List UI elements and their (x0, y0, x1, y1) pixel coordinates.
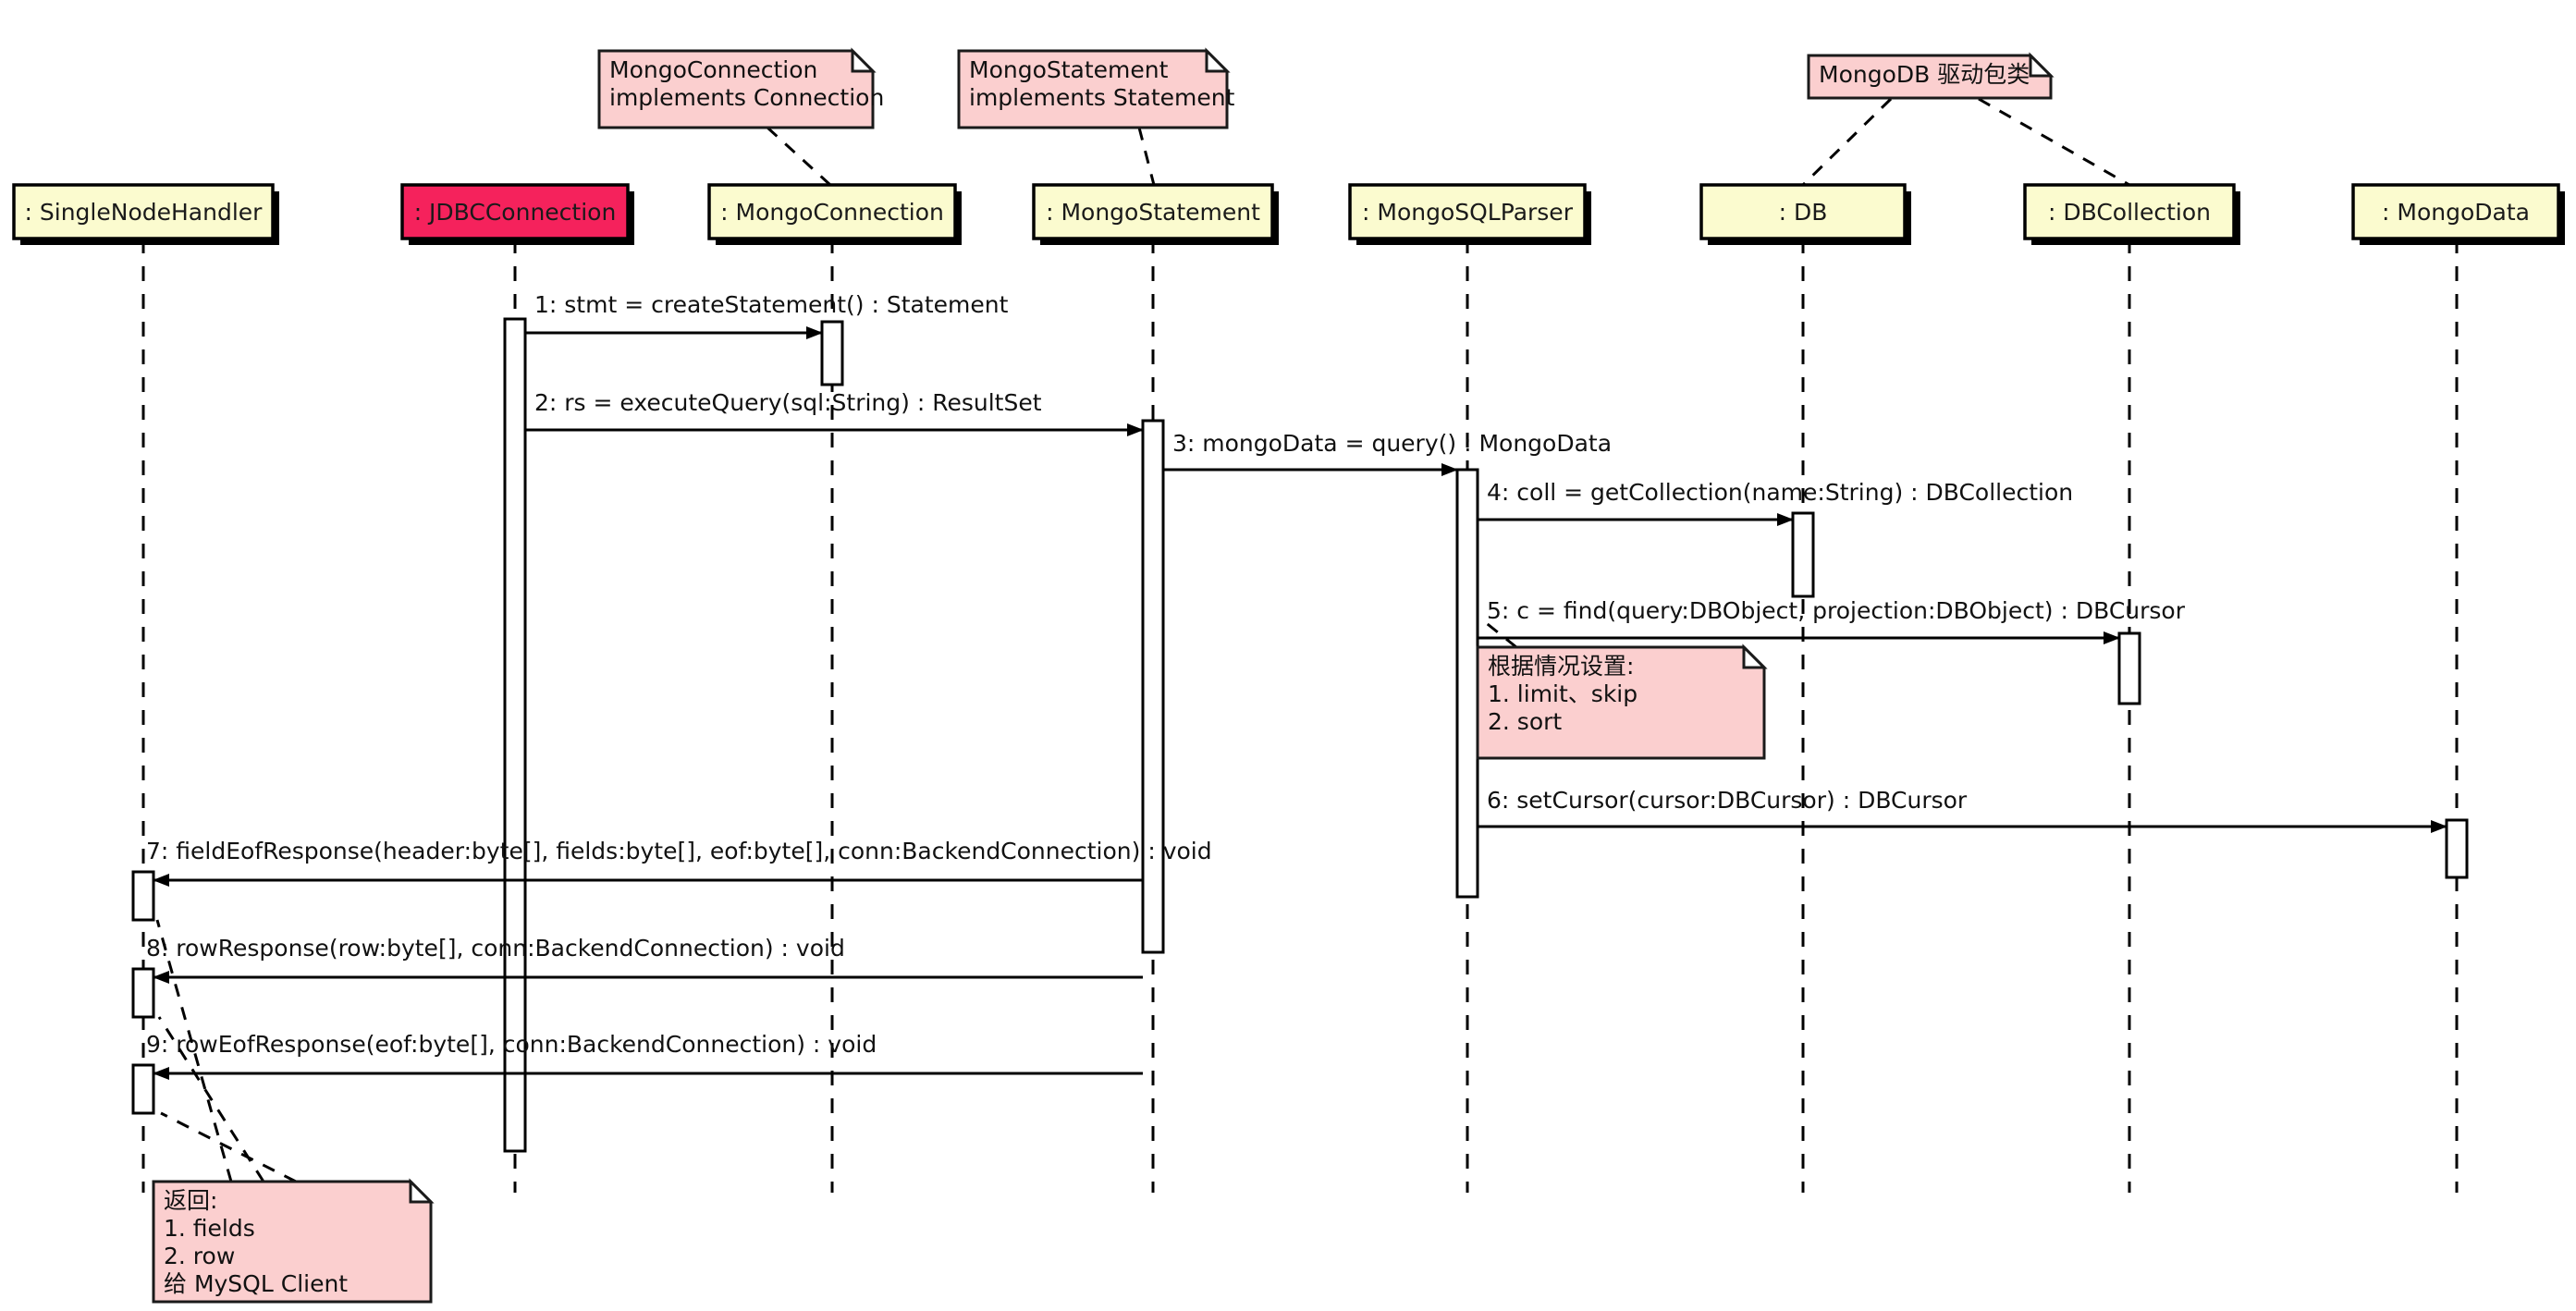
lifeline-head-label-dbcollection: : DBCollection (2048, 199, 2211, 226)
message-label-5: 5: c = find(query:DBObject, projection:D… (1487, 597, 2186, 624)
lifeline-db: : DB (1699, 183, 1911, 1193)
lifelines-layer: : SingleNodeHandler : JDBCConnection : Mon… (12, 183, 2565, 1193)
message-3: 3: mongoData = query() : MongoData (1163, 430, 1612, 476)
note-return-to-client-anchor-line-2 (157, 1016, 265, 1182)
lifeline-jdbcconnection: : JDBCConnection (400, 183, 634, 1193)
lifeline-head-box-jdbcconnection[interactable] (400, 183, 630, 240)
message-5: 5: c = find(query:DBObject, projection:D… (1478, 597, 2186, 644)
note-mongodb-driver-body (1807, 54, 2053, 100)
activation-bar-db (1791, 511, 1815, 598)
note-mongoconnection-body (597, 49, 875, 129)
messages-layer: 1: stmt = createStatement() : Statement 2… (146, 291, 2447, 1080)
note-mongostatement-line-2: implements Statement (969, 84, 1235, 111)
lifeline-head-label-singlenodehandler: : SingleNodeHandler (25, 199, 264, 226)
activations-layer (131, 317, 2469, 1153)
lifeline-head-box-db[interactable] (1699, 183, 1907, 240)
note-mongoconnection-fold-corner-icon (851, 47, 877, 73)
note-return-to-client-line-4: 给 MySQL Client (164, 1270, 348, 1297)
activation-bar-singlenodehandler (131, 1063, 155, 1115)
message-label-8: 8: rowResponse(row:byte[], conn:BackendC… (146, 935, 845, 962)
note-mongodb-driver-line-1: MongoDB 驱动包类 (1819, 61, 2030, 88)
activation-bar-mongodata (2445, 818, 2469, 879)
note-find-options-anchor-line-1 (1483, 619, 1517, 649)
lifeline-dbcollection: : DBCollection (2023, 183, 2240, 1193)
note-mongostatement-fold-corner-icon (1205, 47, 1231, 73)
note-mongoconnection-anchor-line-1 (766, 126, 832, 187)
activation-bar-singlenodehandler (131, 967, 155, 1019)
lifeline-head-label-mongoconnection: : MongoConnection (720, 199, 944, 226)
note-find-options-line-3: 2. sort (1488, 708, 1562, 735)
message-4: 4: coll = getCollection(name:String) : D… (1478, 479, 2073, 526)
note-mongodb-driver-anchor-line-1 (1801, 97, 1893, 187)
note-return-to-client-anchor-line-1 (155, 919, 233, 1182)
note-find-options-body (1476, 645, 1766, 760)
activation-bar-jdbcconnection (503, 317, 527, 1153)
lifeline-mongodata: : MongoData (2351, 183, 2565, 1193)
note-find-options-line-2: 1. limit、skip (1488, 680, 1638, 707)
activation-bar-mongosqlparser (1455, 468, 1479, 899)
message-2: 2: rs = executeQuery(sql:String) : Resul… (525, 389, 1144, 436)
note-return-to-client-body (152, 1180, 433, 1304)
activation-bar-dbcollection (2117, 631, 2141, 705)
message-9: 9: rowEofResponse(eof:byte[], conn:Backe… (146, 1031, 1143, 1080)
note-return-to-client-line-2: 1. fields (164, 1215, 255, 1242)
message-label-1: 1: stmt = createStatement() : Statement (534, 291, 1009, 318)
note-mongoconnection-line-1: MongoConnection (609, 56, 817, 83)
note-mongodb-driver: MongoDB 驱动包类 (1801, 52, 2130, 187)
lifeline-head-label-db: : DB (1779, 199, 1828, 226)
lifeline-head-label-mongodata: : MongoData (2382, 199, 2530, 226)
note-find-options-fold-corner-icon (1742, 643, 1768, 669)
message-label-6: 6: setCursor(cursor:DBCursor) : DBCursor (1487, 787, 1968, 814)
lifeline-mongoconnection: : MongoConnection (707, 183, 962, 1193)
lifeline-head-label-jdbcconnection: : JDBCConnection (414, 199, 617, 226)
note-return-to-client-fold-corner-icon (409, 1178, 435, 1204)
message-label-7: 7: fieldEofResponse(header:byte[], field… (146, 838, 1212, 864)
message-label-4: 4: coll = getCollection(name:String) : D… (1487, 479, 2073, 506)
note-mongoconnection-line-2: implements Connection (609, 84, 884, 111)
message-label-9: 9: rowEofResponse(eof:byte[], conn:Backe… (146, 1031, 877, 1058)
lifeline-head-label-mongostatement: : MongoStatement (1046, 199, 1260, 226)
note-mongodb-driver-fold-corner-icon (2029, 52, 2055, 78)
activation-bar-singlenodehandler (131, 870, 155, 922)
message-1: 1: stmt = createStatement() : Statement (525, 291, 1009, 339)
lifeline-head-label-mongosqlparser: : MongoSQLParser (1362, 199, 1574, 226)
lifeline-head-box-mongoconnection[interactable] (707, 183, 957, 240)
note-return-to-client-anchor-line-3 (160, 1111, 297, 1183)
activation-bar-mongoconnection (820, 320, 844, 386)
note-return-to-client-line-3: 2. row (164, 1243, 235, 1269)
lifeline-head-box-mongodata[interactable] (2351, 183, 2560, 240)
message-8: 8: rowResponse(row:byte[], conn:BackendC… (146, 935, 1143, 984)
message-7: 7: fieldEofResponse(header:byte[], field… (146, 838, 1212, 887)
activation-bar-mongostatement (1141, 419, 1165, 954)
note-mongostatement-anchor-line-1 (1137, 127, 1156, 186)
note-mongostatement-body (957, 49, 1229, 129)
note-find-options-line-1: 根据情况设置: (1488, 653, 1634, 680)
lifeline-head-box-singlenodehandler[interactable] (12, 183, 275, 240)
lifeline-head-box-mongosqlparser[interactable] (1348, 183, 1587, 240)
message-6: 6: setCursor(cursor:DBCursor) : DBCursor (1478, 787, 2447, 833)
message-label-3: 3: mongoData = query() : MongoData (1172, 430, 1612, 457)
note-mongostatement-line-1: MongoStatement (969, 56, 1169, 83)
lifeline-singlenodehandler: : SingleNodeHandler (12, 183, 279, 1193)
note-return-to-client-line-1: 返回: (164, 1187, 217, 1214)
lifeline-head-box-mongostatement[interactable] (1032, 183, 1274, 240)
note-mongodb-driver-anchor-line-2 (1978, 97, 2130, 187)
message-label-2: 2: rs = executeQuery(sql:String) : Resul… (534, 389, 1042, 416)
